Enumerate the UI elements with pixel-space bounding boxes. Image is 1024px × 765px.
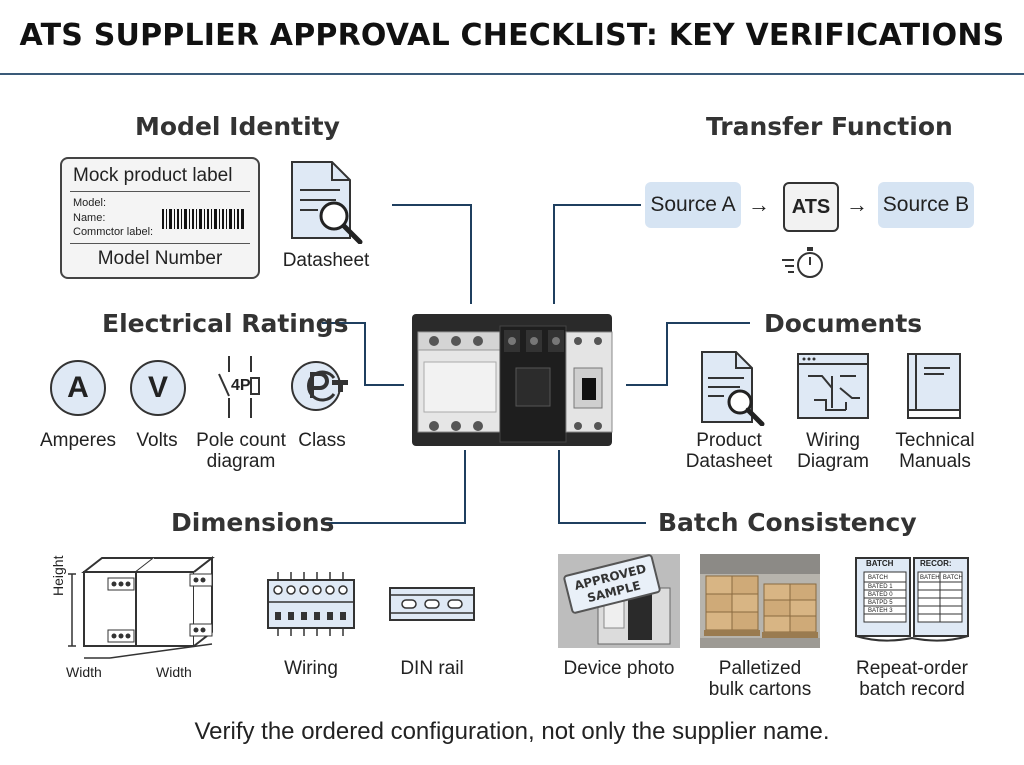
- pole-count-glyph: 4P: [231, 377, 251, 394]
- pole-count-icon: 4P: [215, 354, 265, 420]
- technical-manual-icon: [907, 353, 961, 419]
- stopwatch-icon: [782, 247, 823, 278]
- din-rail-icon: [389, 587, 475, 621]
- wiring-terminal-icon: [267, 572, 355, 636]
- record-right-header: BATEH BATCH: [920, 575, 963, 581]
- product-datasheet-icon: [701, 351, 765, 426]
- din-rail-caption: DIN rail: [400, 658, 464, 679]
- pole-count-caption: Pole count: [196, 430, 286, 451]
- datasheet-caption: Datasheet: [282, 250, 370, 271]
- model-identity-heading: Model Identity: [135, 112, 340, 141]
- record-row: BATED 0: [868, 592, 893, 598]
- label-model-field: Model:: [73, 197, 107, 209]
- record-row: BATED 1: [868, 584, 893, 590]
- page-title: ATS SUPPLIER APPROVAL CHECKLIST: KEY VER…: [19, 18, 1005, 53]
- technical-manuals-caption-line2: Manuals: [899, 451, 971, 472]
- dimensions-heading: Dimensions: [171, 508, 335, 537]
- ats-device-illustration: [412, 314, 613, 446]
- dimensions-drawing: [68, 555, 215, 659]
- palletized-caption-line2: bulk cartons: [708, 679, 812, 700]
- record-row: BATCH: [868, 575, 888, 581]
- wiring-diagram-caption: Wiring: [806, 430, 860, 451]
- pole-count-caption-line2: diagram: [206, 451, 276, 472]
- arrow-right-icon: →: [846, 192, 868, 217]
- device-photo-caption: Device photo: [563, 658, 675, 679]
- volts-caption: Volts: [136, 430, 178, 451]
- label-title: Mock product label: [73, 165, 233, 186]
- title-divider: [0, 73, 1024, 75]
- record-header-b: RECOR:: [920, 559, 952, 568]
- product-datasheet-caption-line2: Datasheet: [685, 451, 773, 472]
- source-b-box: Source B: [878, 182, 974, 228]
- source-a-box: Source A: [645, 182, 741, 228]
- repeat-order-caption: Repeat-order: [856, 658, 968, 679]
- electrical-ratings-heading: Electrical Ratings: [102, 309, 349, 338]
- record-row: BATEH 3: [868, 608, 893, 614]
- arrow-right-icon: →: [748, 192, 770, 217]
- barcode-icon: [162, 209, 244, 229]
- product-datasheet-caption: Product: [696, 430, 762, 451]
- footer-note: Verify the ordered configuration, not on…: [194, 718, 830, 745]
- batch-record-book: BATCH RECOR: BATCH BATED 1 BATED 0 BATPD…: [852, 554, 972, 644]
- amperes-icon: A: [50, 360, 106, 416]
- technical-manuals-caption: Technical: [895, 430, 975, 451]
- record-row: BATPD 5: [868, 600, 893, 606]
- label-connector-field: Commctor label:: [73, 226, 154, 238]
- label-name-field: Name:: [73, 212, 106, 224]
- mock-product-label: Mock product label Model: Name: Commctor…: [60, 157, 260, 279]
- volts-icon: V: [130, 360, 186, 416]
- documents-heading: Documents: [764, 309, 923, 338]
- wiring-diagram-caption-line2: Diagram: [797, 451, 869, 472]
- class-caption: Class: [298, 430, 346, 451]
- transfer-function-heading: Transfer Function: [706, 112, 953, 141]
- repeat-order-caption-line2: batch record: [859, 679, 965, 700]
- ats-box: ATS: [783, 182, 839, 232]
- wiring-caption: Wiring: [284, 658, 338, 679]
- width-label-1: Width: [66, 664, 102, 680]
- amperes-caption: Amperes: [39, 430, 117, 451]
- palletized-caption: Palletized: [718, 658, 802, 679]
- batch-consistency-heading: Batch Consistency: [658, 508, 917, 537]
- record-header-a: BATCH: [866, 559, 894, 568]
- wiring-diagram-icon: [797, 353, 869, 419]
- label-model-number: Model Number: [97, 248, 223, 269]
- device-photo: APPROVED SAMPLE: [558, 554, 680, 648]
- datasheet-search-icon: [291, 161, 363, 244]
- palletized-cartons-photo: [700, 554, 820, 648]
- class-mark-icon: [291, 361, 348, 411]
- height-label: Height: [50, 555, 66, 596]
- width-label-2: Width: [156, 664, 192, 680]
